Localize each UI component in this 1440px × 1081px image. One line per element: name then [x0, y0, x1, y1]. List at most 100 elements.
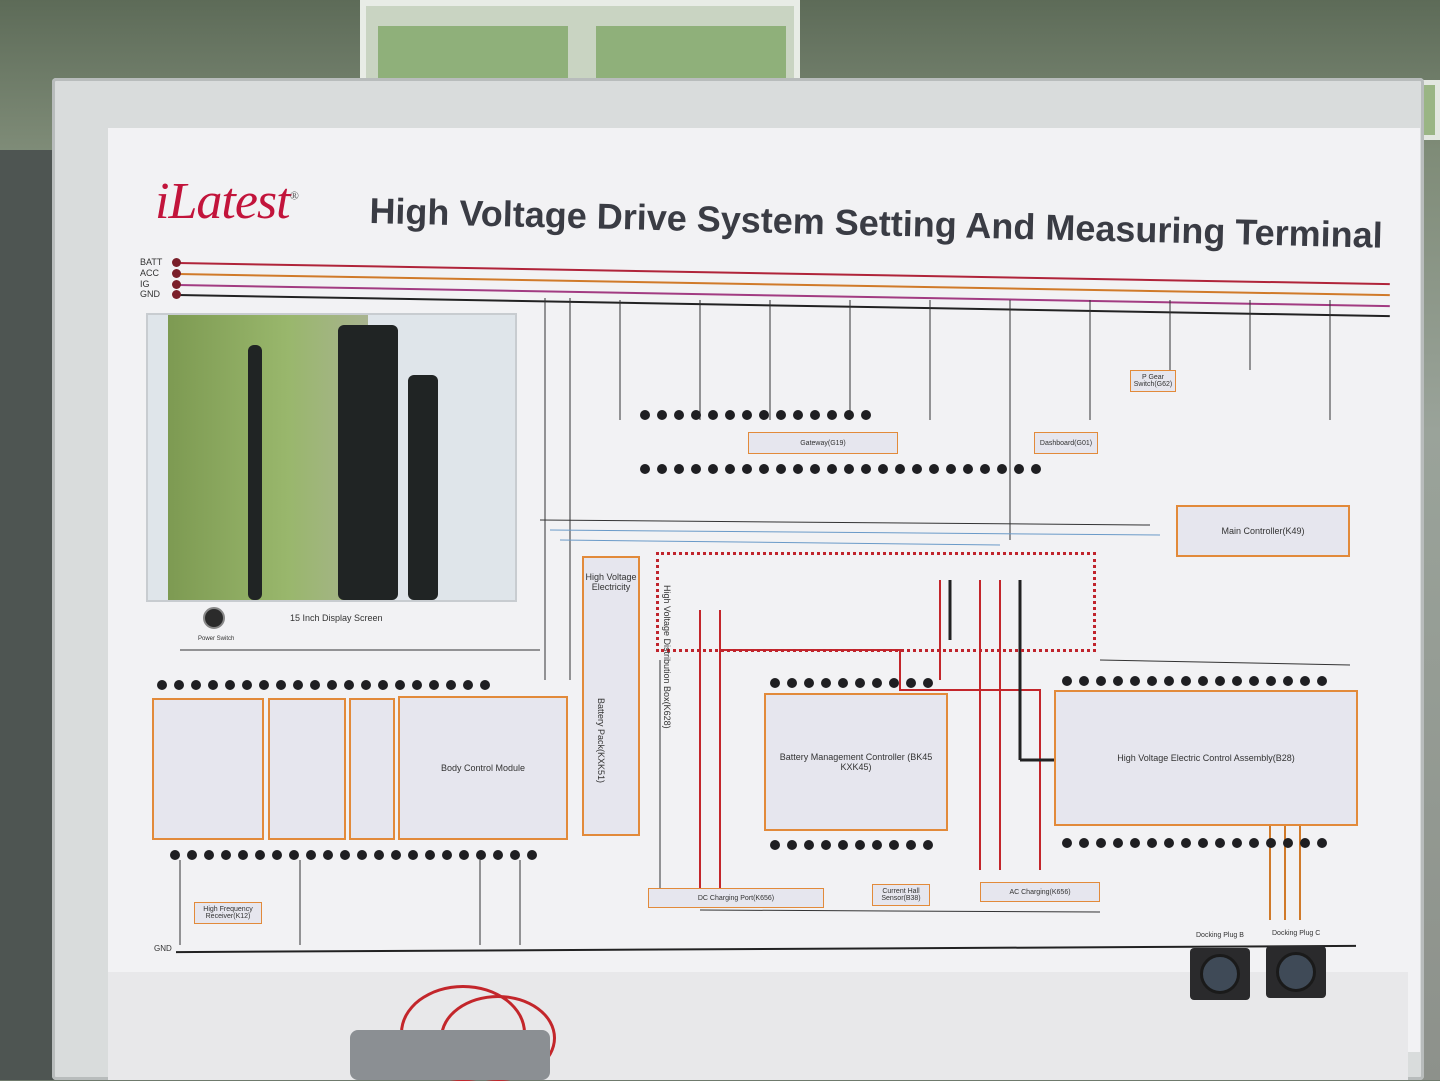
terminal[interactable]: [827, 464, 837, 474]
terminal[interactable]: [674, 410, 684, 420]
terminal[interactable]: [793, 410, 803, 420]
terminal[interactable]: [306, 850, 316, 860]
terminal[interactable]: [997, 464, 1007, 474]
terminal[interactable]: [759, 410, 769, 420]
terminal[interactable]: [872, 840, 882, 850]
terminal[interactable]: [378, 680, 388, 690]
terminal[interactable]: [1232, 676, 1242, 686]
terminal[interactable]: [770, 678, 780, 688]
terminal[interactable]: [1164, 676, 1174, 686]
terminal[interactable]: [844, 410, 854, 420]
terminal[interactable]: [1317, 676, 1327, 686]
terminal[interactable]: [725, 410, 735, 420]
terminal[interactable]: [1079, 838, 1089, 848]
terminal[interactable]: [429, 680, 439, 690]
terminal[interactable]: [861, 410, 871, 420]
terminal[interactable]: [493, 850, 503, 860]
terminal[interactable]: [1300, 676, 1310, 686]
terminal[interactable]: [889, 678, 899, 688]
terminal[interactable]: [187, 850, 197, 860]
terminal[interactable]: [691, 464, 701, 474]
rail-terminal[interactable]: [172, 269, 181, 278]
terminal[interactable]: [1113, 838, 1123, 848]
terminal[interactable]: [425, 850, 435, 860]
terminal[interactable]: [793, 464, 803, 474]
rail-terminal[interactable]: [172, 258, 181, 267]
terminal[interactable]: [272, 850, 282, 860]
terminal[interactable]: [1283, 676, 1293, 686]
terminal[interactable]: [708, 464, 718, 474]
terminal[interactable]: [1198, 676, 1208, 686]
terminal[interactable]: [157, 680, 167, 690]
terminal[interactable]: [742, 410, 752, 420]
terminal[interactable]: [238, 850, 248, 860]
terminal[interactable]: [776, 410, 786, 420]
terminal[interactable]: [1062, 676, 1072, 686]
terminal[interactable]: [476, 850, 486, 860]
terminal[interactable]: [963, 464, 973, 474]
terminal[interactable]: [463, 680, 473, 690]
terminal[interactable]: [691, 410, 701, 420]
terminal[interactable]: [787, 678, 797, 688]
terminal[interactable]: [191, 680, 201, 690]
terminal[interactable]: [1181, 676, 1191, 686]
terminal[interactable]: [1215, 676, 1225, 686]
terminal[interactable]: [878, 464, 888, 474]
terminal[interactable]: [821, 840, 831, 850]
terminal[interactable]: [221, 850, 231, 860]
terminal[interactable]: [1317, 838, 1327, 848]
terminal[interactable]: [1130, 676, 1140, 686]
terminal[interactable]: [208, 680, 218, 690]
terminal[interactable]: [1079, 676, 1089, 686]
terminal[interactable]: [259, 680, 269, 690]
terminal[interactable]: [1014, 464, 1024, 474]
terminal[interactable]: [889, 840, 899, 850]
terminal[interactable]: [895, 464, 905, 474]
terminal[interactable]: [1181, 838, 1191, 848]
terminal[interactable]: [1198, 838, 1208, 848]
terminal[interactable]: [657, 464, 667, 474]
rail-terminal[interactable]: [172, 280, 181, 289]
terminal[interactable]: [276, 680, 286, 690]
terminal[interactable]: [640, 410, 650, 420]
terminal[interactable]: [1215, 838, 1225, 848]
terminal[interactable]: [787, 840, 797, 850]
terminal[interactable]: [844, 464, 854, 474]
terminal[interactable]: [1031, 464, 1041, 474]
terminal[interactable]: [1147, 676, 1157, 686]
terminal[interactable]: [1249, 838, 1259, 848]
terminal[interactable]: [242, 680, 252, 690]
terminal[interactable]: [855, 678, 865, 688]
terminal[interactable]: [855, 840, 865, 850]
terminal[interactable]: [323, 850, 333, 860]
terminal[interactable]: [225, 680, 235, 690]
terminal[interactable]: [708, 410, 718, 420]
terminal[interactable]: [1164, 838, 1174, 848]
terminal[interactable]: [1113, 676, 1123, 686]
terminal[interactable]: [1062, 838, 1072, 848]
terminal[interactable]: [1266, 676, 1276, 686]
terminal[interactable]: [361, 680, 371, 690]
terminal[interactable]: [1232, 838, 1242, 848]
terminal[interactable]: [759, 464, 769, 474]
terminal[interactable]: [821, 678, 831, 688]
terminal[interactable]: [838, 678, 848, 688]
terminal[interactable]: [357, 850, 367, 860]
terminal[interactable]: [1130, 838, 1140, 848]
terminal[interactable]: [344, 680, 354, 690]
terminal[interactable]: [459, 850, 469, 860]
terminal[interactable]: [510, 850, 520, 860]
terminal[interactable]: [742, 464, 752, 474]
terminal[interactable]: [810, 410, 820, 420]
terminal[interactable]: [804, 840, 814, 850]
terminal[interactable]: [923, 678, 933, 688]
terminal[interactable]: [640, 464, 650, 474]
terminal[interactable]: [980, 464, 990, 474]
terminal[interactable]: [1266, 838, 1276, 848]
terminal[interactable]: [946, 464, 956, 474]
terminal[interactable]: [480, 680, 490, 690]
terminal[interactable]: [776, 464, 786, 474]
terminal[interactable]: [446, 680, 456, 690]
terminal[interactable]: [872, 678, 882, 688]
terminal[interactable]: [442, 850, 452, 860]
